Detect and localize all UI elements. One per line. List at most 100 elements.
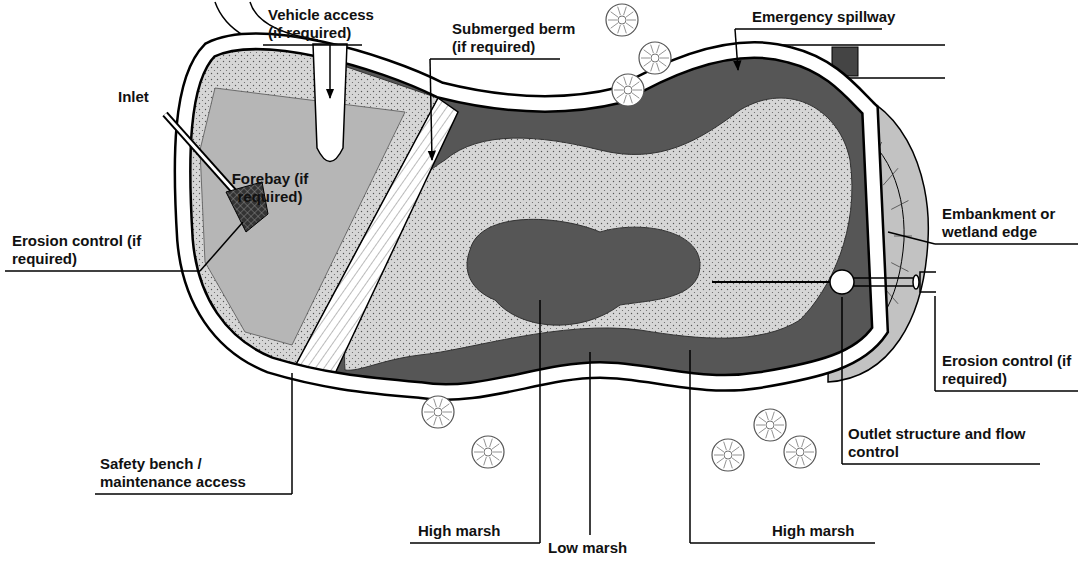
tree-symbol-part [624,77,627,86]
tree-symbol-part [802,439,805,448]
tree-symbol-part [759,417,766,422]
label-underline [935,390,1078,392]
tree-symbol [422,396,454,428]
label-underline [430,58,560,60]
tree-symbol-part [490,439,493,448]
tree-symbol-part [626,23,633,28]
tree-symbol-part [796,439,799,448]
tree-symbol-part [427,404,434,409]
tree-symbol-part [626,12,633,17]
outlet-structure-part [920,272,936,292]
tree-symbol-part [657,63,660,72]
tree-symbol-part [442,415,449,420]
tree-symbol-part [443,412,452,413]
tree-symbol-part [789,444,796,449]
leader [430,59,432,160]
tree-symbol-part [492,455,499,460]
tree-symbol [472,436,504,468]
tree-symbol-part [624,86,632,94]
outlet-structure-part [854,285,914,287]
part-label: High marsh [772,522,892,540]
tree-symbol-part [802,457,805,466]
tree-symbol-part [774,428,781,433]
tree-symbol-part [633,90,642,91]
part-label: Emergency spillway [752,8,922,26]
embankment-ticks-part [891,263,908,272]
tree-symbol-part [774,417,781,422]
part-label: Vehicle access (if required) [268,6,390,42]
tree-symbol-part [796,457,799,466]
leader-line [410,300,540,543]
tree-symbol-part [759,428,766,433]
tree-symbol [612,74,644,106]
safety-bench-part [183,41,880,392]
tree-symbol-part [660,58,669,59]
outlet-structure [712,270,936,294]
part-label: Erosion control (if required) [12,232,142,268]
tree-symbol-part [641,58,650,59]
tree-symbol-part [618,16,626,24]
leader [291,373,293,494]
tree-symbol-part [651,54,659,62]
tree-symbol-part [730,442,733,451]
tree-symbol-part [796,448,804,456]
tree-symbol-part [756,425,765,426]
part-label: Low marsh [548,539,658,557]
safety-bench-part [183,41,880,392]
tree-symbol-part [766,421,774,429]
high-marsh-island [467,219,700,325]
tree-symbol-part [434,417,437,426]
tree-symbol-part [618,25,621,34]
tree-symbol-part [651,63,654,72]
tree-symbol-part [659,61,666,66]
tree-symbol-part [724,460,727,469]
label-underline [410,542,540,544]
leader [329,45,331,98]
tree-symbol-part [474,452,483,453]
leader [841,297,843,464]
part-label: Safety bench / maintenance access [100,455,265,491]
leader [735,29,738,70]
tree-symbol-part [477,444,484,449]
tree-symbol-part [659,50,666,55]
tree-symbol-part [644,61,651,66]
label-underline [263,44,362,46]
tree-symbol-part [624,7,627,16]
tree-symbol-part [434,408,442,416]
tree-symbol-part [754,409,786,441]
outlet-structure-part [830,270,854,294]
tree-symbol-part [766,412,769,421]
part-label: High marsh [418,522,548,540]
leader [539,300,541,543]
leader-line [935,296,1078,391]
label-underline [690,542,875,544]
tree-symbol-part [440,399,443,408]
leader [689,350,691,543]
tree-symbol-part [651,45,654,54]
inlet-pipe-part [165,114,240,198]
tree-symbol-part [766,430,769,439]
label-underline [842,463,1040,465]
tree-symbol-part [434,399,437,408]
tree-symbol-part [627,20,636,21]
tree-symbol-part [772,412,775,421]
tree-symbol-part [733,455,742,456]
tree-symbol [784,436,816,468]
tree-symbol-part [632,93,639,98]
tree-symbol [754,409,786,441]
inlet-pipe-part [165,114,240,198]
tree-symbol-part [772,430,775,439]
leader-line [842,297,1040,464]
tree-symbol-part [644,50,651,55]
tree-symbol-part [424,412,433,413]
tree-symbol-part [732,458,739,463]
leader [888,232,935,244]
tree-symbol-part [712,439,744,471]
tree-symbol-part [484,448,492,456]
tree-symbol-part [804,455,811,460]
tree-symbol-part [611,23,618,28]
leader-line [735,29,882,70]
leader-line [5,222,243,271]
part-label: Forebay (if required) [220,170,320,206]
